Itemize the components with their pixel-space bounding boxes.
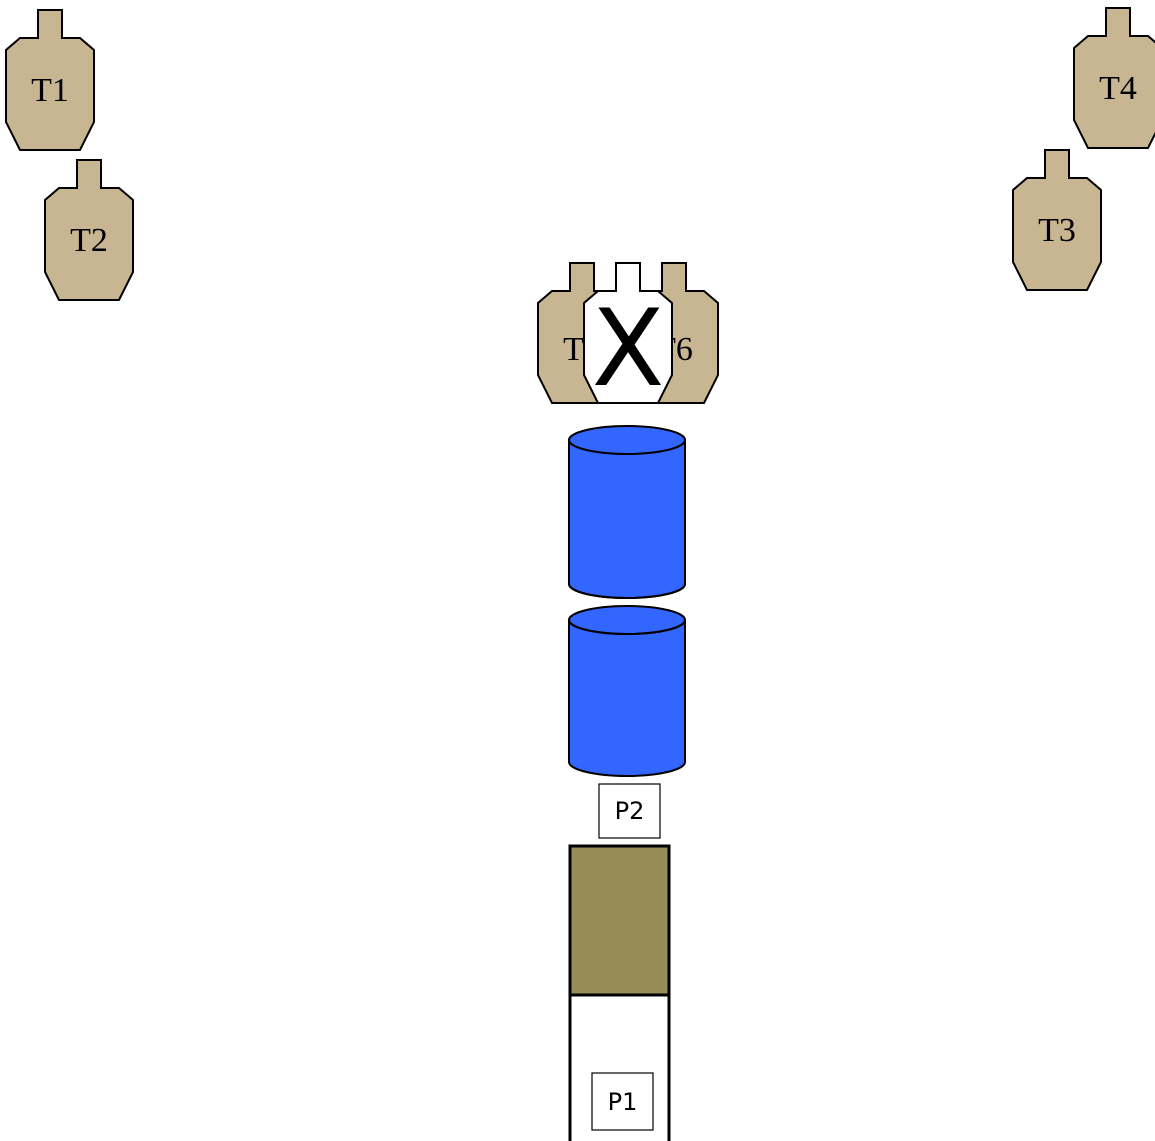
barrel-upper — [569, 440, 685, 598]
position-p2: P2 — [599, 784, 660, 838]
target-t1: T1 — [6, 10, 94, 150]
barrel-lower — [569, 620, 685, 776]
barrel-stack — [569, 426, 685, 776]
target-t2-label: T2 — [70, 222, 108, 259]
no-shoot-x-mark: X — [592, 287, 665, 410]
shooting-box — [570, 846, 669, 995]
target-t2: T2 — [45, 160, 133, 300]
target-t3-label: T3 — [1038, 212, 1076, 249]
no-shoot-target: X — [584, 263, 672, 410]
position-p2-label: P2 — [615, 797, 645, 825]
target-t1-label: T1 — [31, 72, 69, 109]
target-t3: T3 — [1013, 150, 1101, 290]
position-p1-label: P1 — [608, 1088, 638, 1116]
target-t4: T4 — [1074, 8, 1155, 148]
position-p1: P1 — [592, 1073, 653, 1130]
target-t4-label: T4 — [1099, 70, 1137, 107]
